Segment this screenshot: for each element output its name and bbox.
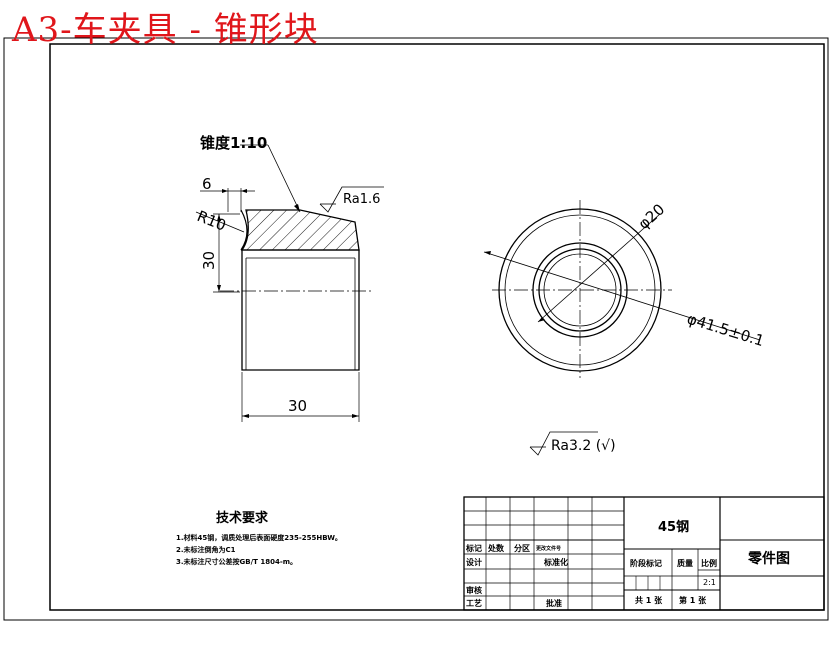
tech-requirement-2: 2.未标注倒角为C1: [176, 545, 236, 554]
general-roughness-symbol: [529, 431, 598, 456]
tb-change-doc: 更改文件号: [536, 545, 561, 552]
tb-weight: 质量: [677, 558, 693, 568]
tech-requirement-1: 1.材料45钢，调质处理后表面硬度235-255HBW。: [176, 533, 342, 542]
tb-process: 工艺: [466, 598, 482, 608]
tb-design: 设计: [466, 557, 482, 567]
dim-height: 30: [200, 251, 218, 270]
outer-border: [3, 37, 829, 621]
tb-total-sheets: 共 1 张: [635, 595, 663, 605]
dim-length: 30: [288, 397, 307, 415]
title-block: [463, 496, 825, 611]
tb-mark: 标记: [465, 543, 482, 553]
inner-frame: [49, 43, 825, 611]
taper-label: 锥度1:10: [200, 134, 267, 152]
tech-requirements-heading: 技术要求: [216, 510, 269, 526]
roughness-label: Ra1.6: [343, 192, 380, 207]
tb-approve: 批准: [546, 598, 562, 608]
tech-requirement-3: 3.未标注尺寸公差按GB/T 1804-m。: [176, 557, 297, 566]
tb-sheet-number: 第 1 张: [679, 595, 707, 605]
dim-inner-diameter: φ20: [635, 200, 669, 233]
general-roughness: Ra3.2 (√): [551, 438, 616, 454]
tb-review: 审核: [466, 585, 482, 595]
sheet-title: A3-车夹具 - 锥形块: [12, 10, 319, 50]
dim-chamfer: 6: [202, 175, 212, 193]
tb-scale: 2:1: [703, 578, 716, 587]
tb-zone: 分区: [514, 543, 530, 553]
tb-material: 45钢: [658, 519, 689, 535]
side-view: [195, 144, 384, 422]
dim-outer-diameter: φ41.5±0.1: [685, 310, 766, 351]
tb-stage-mark: 阶段标记: [630, 558, 662, 568]
tb-drawing-name: 零件图: [747, 550, 790, 567]
tb-count: 处数: [487, 543, 505, 553]
tb-scale-label: 比例: [701, 558, 717, 568]
dim-radius: R10: [195, 207, 229, 235]
end-view: [483, 200, 761, 378]
tb-standardize: 标准化: [543, 557, 568, 567]
hatched-section: [240, 209, 360, 251]
